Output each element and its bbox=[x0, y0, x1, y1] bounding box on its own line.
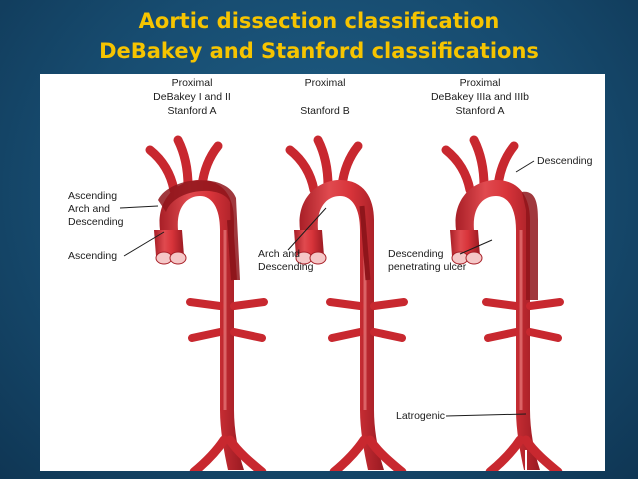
label-descending-2: Descending bbox=[258, 261, 314, 273]
callouts-3: Descending Descending penetrating ulcer … bbox=[388, 155, 593, 422]
heading-1-line-1: Proximal bbox=[172, 77, 213, 89]
aorta-illustration: Proximal DeBakey I and II Stanford A Pro… bbox=[68, 77, 593, 471]
heading-2-line-2: Stanford B bbox=[300, 105, 350, 117]
aorta-diagram-3 bbox=[446, 140, 560, 471]
label-latrogenic: Latrogenic bbox=[396, 410, 445, 422]
heading-3: Proximal DeBakey IIIa and IIIb Stanford … bbox=[431, 77, 529, 117]
heading-1-line-3: Stanford A bbox=[167, 105, 216, 117]
heading-2-line-1: Proximal bbox=[305, 77, 346, 89]
heading-3-line-1: Proximal bbox=[460, 77, 501, 89]
aorta-diagram-1 bbox=[150, 140, 264, 471]
title-line-1: Aortic dissection classification bbox=[138, 9, 500, 33]
heading-1-line-2: DeBakey I and II bbox=[153, 91, 231, 103]
label-ascending: Ascending bbox=[68, 250, 117, 262]
heading-1: Proximal DeBakey I and II Stanford A bbox=[153, 77, 231, 117]
aorta-diagram-2 bbox=[290, 140, 404, 471]
label-descending-3a: Descending bbox=[537, 155, 593, 167]
label-ascending-arch-3: Descending bbox=[68, 216, 124, 228]
callouts-1: Ascending Arch and Descending Ascending bbox=[68, 190, 165, 262]
illustration-panel: Proximal DeBakey I and II Stanford A Pro… bbox=[40, 74, 605, 471]
label-descending-3b: Descending bbox=[388, 248, 444, 260]
callouts-2: Arch and Descending bbox=[258, 207, 327, 273]
label-ascending-arch-1: Ascending bbox=[68, 190, 117, 202]
heading-3-line-2: DeBakey IIIa and IIIb bbox=[431, 91, 529, 103]
label-penetrating-ulcer: penetrating ulcer bbox=[388, 261, 467, 273]
title-line-2: DeBakey and Stanford classifications bbox=[99, 39, 539, 63]
heading-3-line-3: Stanford A bbox=[455, 105, 504, 117]
label-ascending-arch-2: Arch and bbox=[68, 203, 110, 215]
heading-2: Proximal Stanford B bbox=[300, 77, 350, 117]
label-arch-and: Arch and bbox=[258, 248, 300, 260]
